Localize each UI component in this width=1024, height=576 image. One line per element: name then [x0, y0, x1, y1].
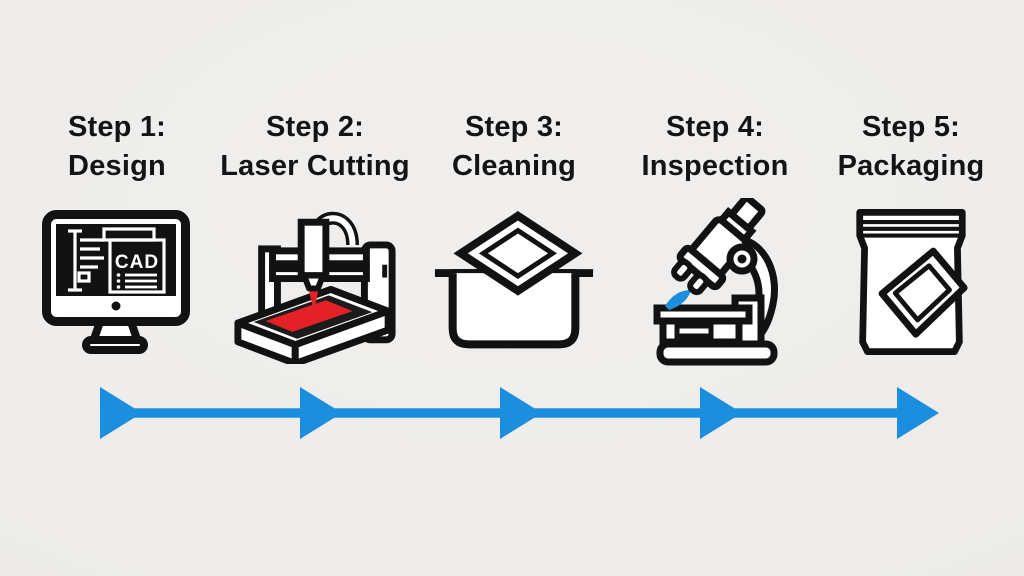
- step-4-label: Step 4: Inspection: [605, 108, 825, 186]
- step-2-name: Laser Cutting: [220, 150, 410, 182]
- step-4-name: Inspection: [641, 150, 789, 182]
- step-5-name: Packaging: [837, 150, 985, 182]
- step-1-design: Step 1: Design CAD: [7, 108, 227, 368]
- cad-screen-text: CAD: [115, 252, 159, 273]
- step-1-name: Design: [68, 150, 166, 182]
- arrowhead-2: [300, 387, 342, 439]
- step-3-cleaning: Step 3: Cleaning: [404, 108, 624, 368]
- arrowhead-3: [500, 387, 542, 439]
- step-2-number: Step 2:: [265, 111, 365, 143]
- cleaning-bath-icon: [404, 196, 624, 368]
- microscope-icon: [605, 196, 825, 368]
- arrowhead-1: [100, 387, 142, 439]
- arrowhead-4: [700, 387, 742, 439]
- step-4-number: Step 4:: [665, 111, 765, 143]
- laser-cutter-icon: [205, 196, 425, 368]
- packaged-part-bag-icon: [801, 196, 1021, 368]
- step-3-label: Step 3: Cleaning: [404, 108, 624, 186]
- step-3-name: Cleaning: [451, 150, 577, 182]
- step-4-inspection: Step 4: Inspection: [605, 108, 825, 368]
- step-1-number: Step 1:: [67, 111, 167, 143]
- step-1-label: Step 1: Design: [7, 108, 227, 186]
- process-flow-arrow: [100, 387, 939, 439]
- step-2-label: Step 2: Laser Cutting: [205, 108, 425, 186]
- step-2-laser-cutting: Step 2: Laser Cutting: [205, 108, 425, 368]
- step-3-number: Step 3:: [464, 111, 564, 143]
- step-5-packaging: Step 5: Packaging: [801, 108, 1021, 368]
- cad-monitor-icon: CAD: [7, 196, 227, 368]
- arrowhead-5: [897, 387, 939, 439]
- step-5-label: Step 5: Packaging: [801, 108, 1021, 186]
- step-5-number: Step 5:: [861, 111, 961, 143]
